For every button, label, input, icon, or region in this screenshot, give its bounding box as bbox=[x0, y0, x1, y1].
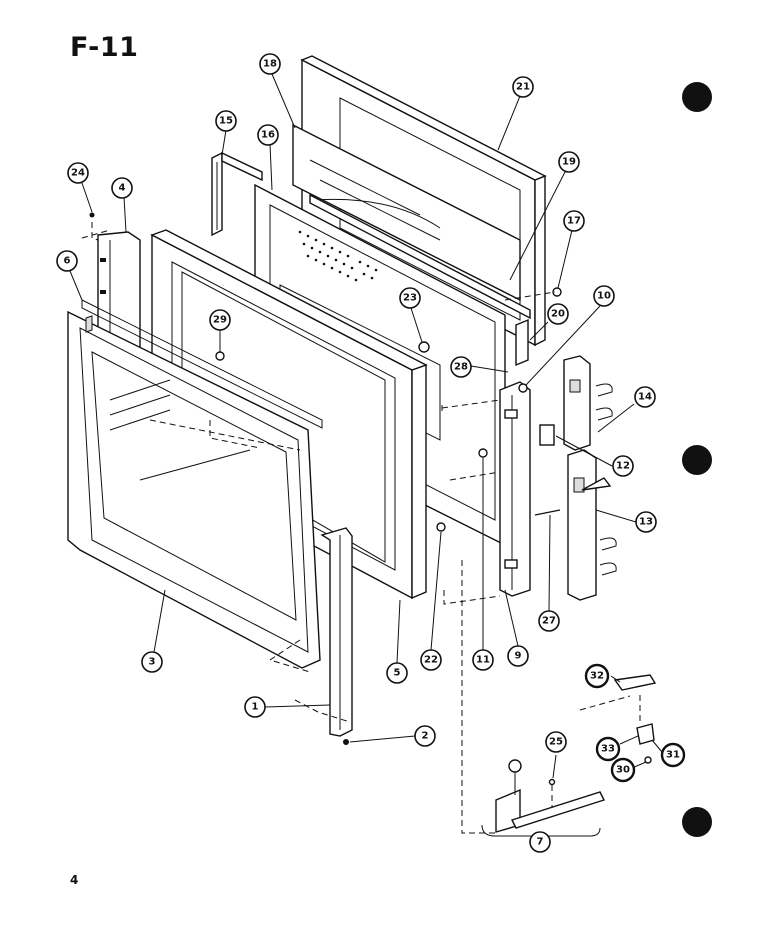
svg-text:16: 16 bbox=[261, 130, 275, 141]
svg-text:17: 17 bbox=[567, 216, 581, 227]
part-11-screw bbox=[478, 448, 488, 458]
callout-13: 13 bbox=[635, 511, 657, 533]
svg-text:21: 21 bbox=[516, 82, 530, 93]
svg-text:5: 5 bbox=[394, 668, 401, 679]
svg-text:7: 7 bbox=[537, 837, 544, 848]
svg-text:19: 19 bbox=[562, 157, 576, 168]
part-22-nut bbox=[436, 522, 446, 532]
part-15-bracket bbox=[211, 151, 263, 237]
part-9-side-bracket bbox=[499, 381, 531, 597]
figure-label: F-11 bbox=[70, 32, 139, 63]
part-14-latch-plate bbox=[563, 355, 613, 451]
part-24-screw bbox=[89, 212, 95, 218]
callout-15: 15 bbox=[215, 110, 237, 132]
callout-21: 21 bbox=[512, 76, 534, 98]
callout-1: 1 bbox=[244, 696, 266, 718]
svg-text:28: 28 bbox=[454, 362, 468, 373]
part-20-bracket bbox=[515, 318, 529, 367]
svg-text:10: 10 bbox=[597, 291, 611, 302]
part-7-assembly bbox=[481, 759, 605, 837]
binder-hole-bottom bbox=[682, 807, 712, 837]
part-13-latch-plate bbox=[567, 449, 617, 601]
svg-text:29: 29 bbox=[213, 315, 227, 326]
callout-2: 2 bbox=[414, 725, 436, 747]
callout-29: 29 bbox=[209, 309, 231, 331]
perforation-pattern bbox=[298, 230, 378, 282]
callout-6: 6 bbox=[56, 250, 78, 272]
callout-5: 5 bbox=[386, 662, 408, 684]
svg-text:30: 30 bbox=[616, 765, 630, 776]
part-2-screw bbox=[343, 739, 349, 745]
callout-4: 4 bbox=[111, 177, 133, 199]
svg-text:31: 31 bbox=[666, 750, 680, 761]
part-18-glass bbox=[292, 123, 521, 302]
callout-33: 33 bbox=[595, 736, 621, 762]
callout-32: 32 bbox=[584, 663, 610, 689]
part-12-switch bbox=[539, 424, 612, 491]
svg-text:1: 1 bbox=[252, 702, 259, 713]
callout-22: 22 bbox=[420, 649, 442, 671]
svg-text:23: 23 bbox=[403, 293, 417, 304]
svg-text:2: 2 bbox=[422, 731, 429, 742]
svg-text:6: 6 bbox=[64, 256, 71, 267]
callout-19: 19 bbox=[558, 151, 580, 173]
callout-7: 7 bbox=[529, 831, 551, 853]
page-number: 4 bbox=[70, 873, 79, 887]
part-32-bracket bbox=[613, 674, 657, 691]
callout-17: 17 bbox=[563, 210, 585, 232]
svg-text:27: 27 bbox=[542, 616, 556, 627]
svg-text:32: 32 bbox=[590, 671, 604, 682]
callout-18: 18 bbox=[259, 53, 281, 75]
part-17-screw bbox=[552, 287, 562, 297]
callout-9: 9 bbox=[507, 645, 529, 667]
svg-text:25: 25 bbox=[549, 737, 563, 748]
svg-text:13: 13 bbox=[639, 517, 653, 528]
svg-text:33: 33 bbox=[601, 744, 615, 755]
assembly-guide-lines bbox=[81, 222, 641, 834]
callout-16: 16 bbox=[257, 124, 279, 146]
callout-10: 10 bbox=[593, 285, 615, 307]
binder-hole-top bbox=[682, 82, 712, 112]
svg-text:11: 11 bbox=[476, 655, 490, 666]
svg-text:14: 14 bbox=[638, 392, 652, 403]
part-23-nut bbox=[418, 341, 430, 353]
callout-31: 31 bbox=[660, 742, 686, 768]
part-33-31-assembly bbox=[636, 723, 655, 764]
callout-25: 25 bbox=[545, 731, 567, 753]
svg-text:4: 4 bbox=[119, 183, 126, 194]
callout-24: 24 bbox=[67, 162, 89, 184]
part-29-screw bbox=[215, 351, 225, 361]
callout-20: 20 bbox=[547, 303, 569, 325]
svg-text:20: 20 bbox=[551, 309, 565, 320]
callout-11: 11 bbox=[472, 649, 494, 671]
svg-text:15: 15 bbox=[219, 116, 233, 127]
svg-text:3: 3 bbox=[149, 657, 156, 668]
part-27-screw bbox=[534, 509, 561, 516]
part-19-seal bbox=[309, 193, 531, 320]
svg-text:24: 24 bbox=[71, 168, 85, 179]
callout-12: 12 bbox=[612, 455, 634, 477]
svg-text:12: 12 bbox=[616, 461, 630, 472]
callout-27: 27 bbox=[538, 610, 560, 632]
leader-lines bbox=[69, 73, 663, 838]
callout-23: 23 bbox=[399, 287, 421, 309]
part-25-screw bbox=[548, 778, 556, 786]
callout-28: 28 bbox=[450, 356, 472, 378]
callout-14: 14 bbox=[634, 386, 656, 408]
part-10-screw bbox=[518, 383, 528, 393]
svg-text:22: 22 bbox=[424, 655, 438, 666]
svg-text:18: 18 bbox=[263, 59, 277, 70]
callout-30: 30 bbox=[610, 757, 636, 783]
svg-text:9: 9 bbox=[515, 651, 522, 662]
callout-3: 3 bbox=[141, 651, 163, 673]
part-3-front-panel bbox=[67, 310, 321, 669]
binder-hole-middle bbox=[682, 445, 712, 475]
part-6-gasket bbox=[81, 299, 323, 429]
part-1-latch-handle bbox=[320, 527, 353, 737]
